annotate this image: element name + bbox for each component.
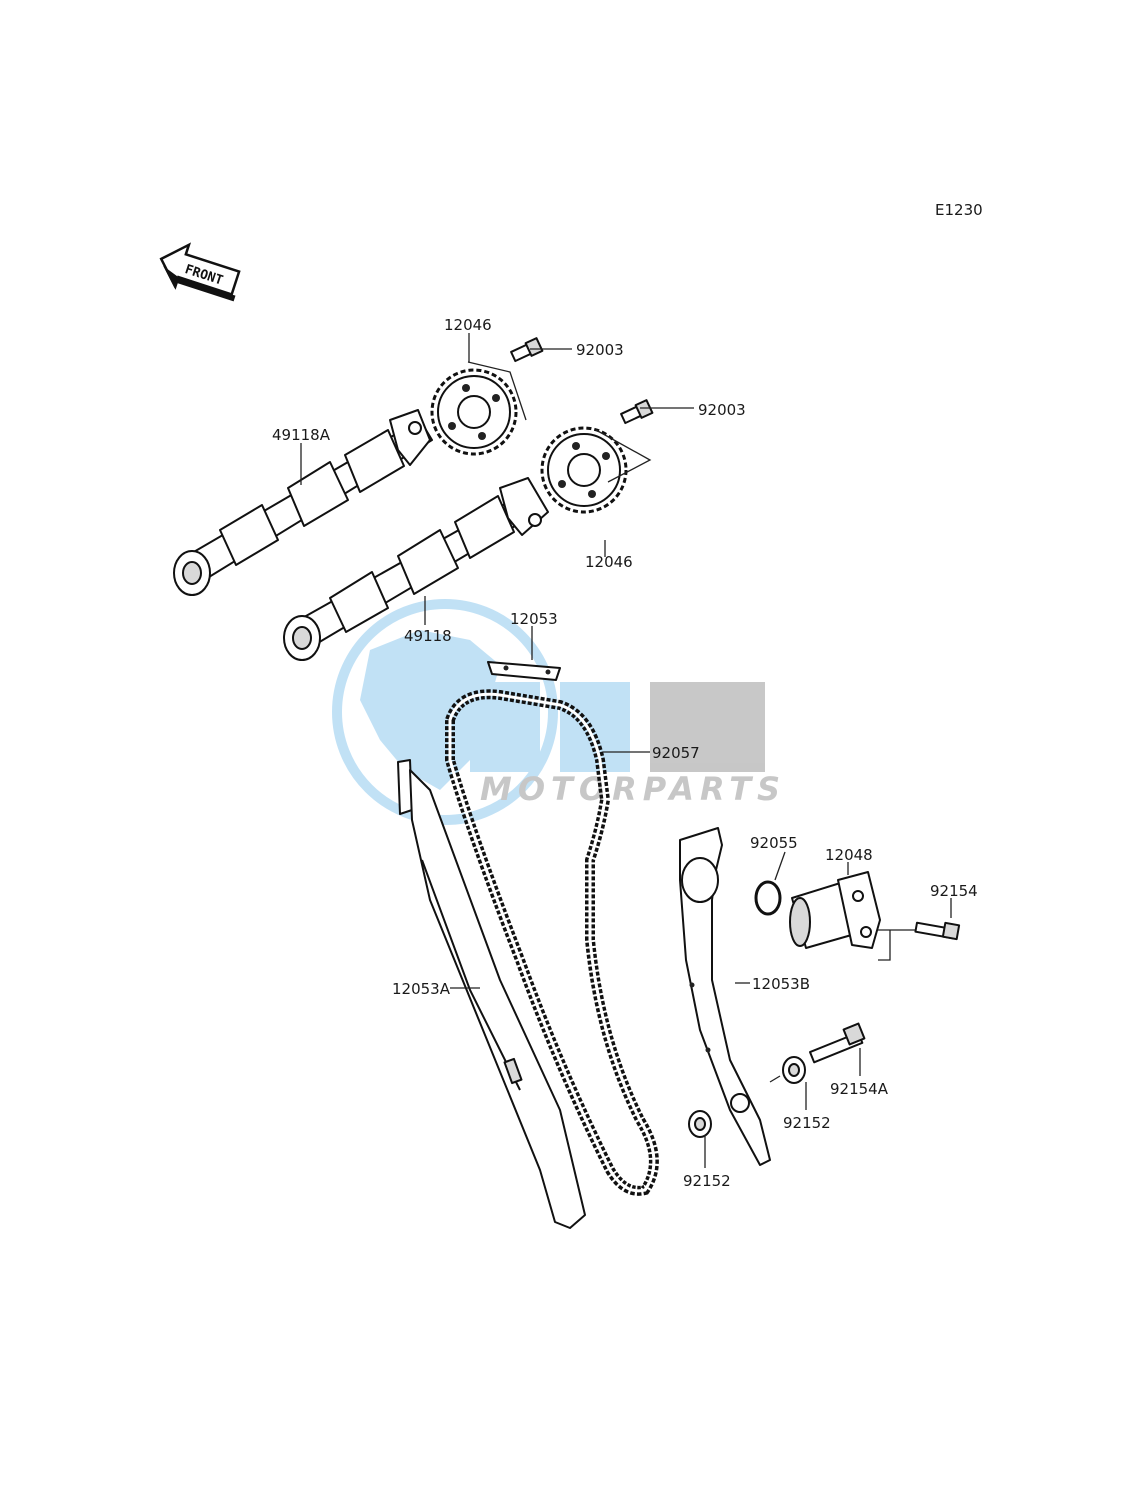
bolt-92154a[interactable]: [809, 1022, 866, 1064]
cam-chain-92057[interactable]: [445, 689, 659, 1196]
chain-guide-12053[interactable]: [487, 661, 561, 681]
label-12053b[interactable]: 12053B: [752, 975, 810, 993]
label-92152-right[interactable]: 92152: [783, 1114, 831, 1132]
label-92154a[interactable]: 92154A: [830, 1080, 889, 1098]
cam-sprocket-12046-right[interactable]: [540, 426, 628, 514]
label-12048[interactable]: 12048: [825, 846, 873, 864]
label-92057[interactable]: 92057: [652, 744, 700, 762]
collar-92152-right[interactable]: [782, 1056, 806, 1084]
watermark-tagline: MOTORPARTS: [480, 770, 786, 808]
label-92003-top[interactable]: 92003: [576, 341, 624, 359]
cam-sprocket-12046-top[interactable]: [430, 368, 518, 456]
chain-guide-12053b[interactable]: [679, 827, 771, 1166]
diagram-code: E1230: [935, 201, 983, 219]
bolt-92003-top[interactable]: [510, 337, 544, 363]
label-92003-right[interactable]: 92003: [698, 401, 746, 419]
label-49118[interactable]: 49118: [404, 627, 452, 645]
bolt-92154[interactable]: [914, 921, 961, 941]
chain-guide-12053a[interactable]: [397, 759, 586, 1229]
label-92154[interactable]: 92154: [930, 882, 978, 900]
front-arrow-icon: FRONT: [159, 242, 241, 302]
part-labels: 12046 92003 92003 49118A 12046 49118 120…: [272, 316, 978, 1190]
oring-92055[interactable]: [754, 880, 782, 916]
label-49118a[interactable]: 49118A: [272, 426, 331, 444]
label-12046-top[interactable]: 12046: [444, 316, 492, 334]
label-12053[interactable]: 12053: [510, 610, 558, 628]
globe-icon: [332, 599, 558, 825]
bolt-92003-right[interactable]: [620, 399, 654, 425]
watermark: MOTORPARTS: [332, 599, 786, 825]
label-12046-right[interactable]: 12046: [585, 553, 633, 571]
camshaft-49118a[interactable]: [173, 409, 433, 596]
leader-lines: [300, 333, 952, 1168]
label-92152-left[interactable]: 92152: [683, 1172, 731, 1190]
camshaft-49118[interactable]: [283, 477, 549, 661]
label-12053a[interactable]: 12053A: [392, 980, 451, 998]
tensioner-12048[interactable]: [789, 871, 881, 949]
label-92055[interactable]: 92055: [750, 834, 798, 852]
collar-92152-left[interactable]: [688, 1110, 712, 1138]
